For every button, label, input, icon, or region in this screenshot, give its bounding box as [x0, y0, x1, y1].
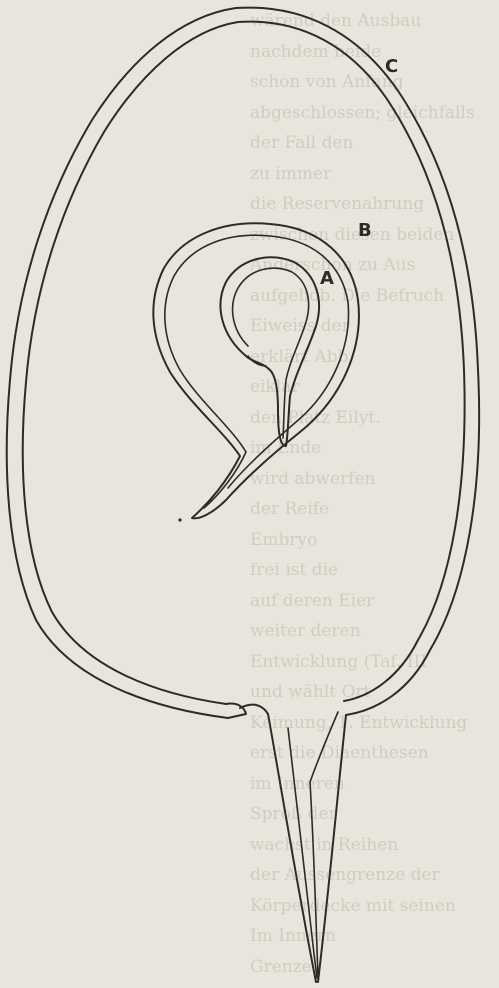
- stalk-right-line: [318, 715, 346, 982]
- body-a: [220, 257, 319, 446]
- envelope-c-outer-line: [7, 8, 479, 718]
- label-c: C: [385, 56, 398, 77]
- stalk-left-line: [268, 714, 316, 982]
- label-b: B: [358, 220, 372, 241]
- label-a: A: [320, 268, 334, 289]
- stalk: [268, 712, 346, 982]
- envelope-c: [7, 8, 479, 718]
- envelope-c-junction: [226, 703, 268, 718]
- speck-mark: [178, 518, 181, 521]
